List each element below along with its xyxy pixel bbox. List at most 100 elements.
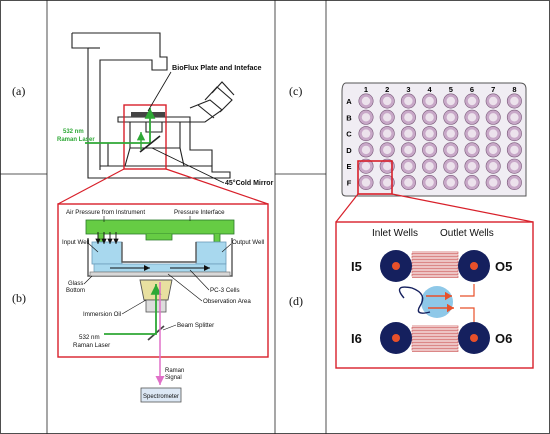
plate-well-inner: [383, 145, 392, 155]
serpentine-channels: [411, 251, 459, 352]
spectrometer-label: Spectrometer: [143, 394, 179, 400]
plate-well-inner: [425, 162, 434, 171]
microscope-drawing: [71, 32, 235, 179]
highlight-box-c: [357, 160, 393, 195]
glass-bottom-label-2: Bottom: [66, 288, 85, 294]
bioflux-label: BioFlux Plate and Inteface: [172, 63, 261, 72]
plate-well-inner: [361, 162, 371, 171]
plate-well-inner: [489, 129, 498, 138]
laser-label-a-2: Raman Laser: [57, 137, 95, 143]
plate-well-inner: [467, 178, 477, 187]
highlight-box-a: [123, 104, 167, 170]
air-pressure-arrows: [95, 232, 119, 244]
signal-label-2: Signal: [165, 375, 182, 381]
plate-well-inner: [404, 178, 413, 187]
beam-splitter-label: Beam Splitter: [177, 322, 214, 329]
zoom-line-left: [57, 168, 125, 205]
mirror-leader: [151, 147, 225, 184]
plate-well-inner: [510, 129, 519, 138]
inlet-label: Inlet Wells: [372, 228, 418, 239]
label-i6: I6: [351, 331, 362, 346]
plate-well-inner: [510, 162, 519, 171]
plate-well-inner: [467, 129, 477, 138]
zoom-line-right: [165, 168, 269, 205]
observation-label: Observation Area: [203, 298, 251, 305]
plate-well-inner: [361, 113, 371, 122]
pc3-label: PC-3 Cells: [210, 287, 240, 294]
plate-well-inner: [489, 96, 498, 106]
plate-well-inner: [446, 162, 455, 171]
well-i5-center: [392, 262, 400, 270]
plate-well-inner: [510, 178, 519, 187]
plate-row-label: A: [346, 97, 352, 106]
zoom-line-c-right: [391, 193, 534, 223]
plate-well-inner: [446, 129, 455, 138]
input-well-fluid: [91, 241, 123, 265]
flow-loop: [398, 286, 431, 314]
input-well-label: Input Well: [62, 239, 89, 246]
bioflux-leader: [147, 71, 172, 112]
pressure-interface: [85, 219, 235, 235]
plate-well-inner: [510, 113, 519, 122]
glass-bottom-label-1: Glass: [68, 281, 83, 287]
plate-well-inner: [425, 129, 434, 138]
plate-well-inner: [446, 113, 455, 122]
laser-label-b-2: Raman Laser: [73, 342, 110, 349]
signal-label-1: Raman: [165, 368, 184, 374]
label-i5: I5: [351, 259, 362, 274]
well-i6-center: [392, 334, 400, 342]
plate-col-label: 2: [385, 85, 389, 94]
spectrometer-box: [140, 387, 182, 403]
plate-well-inner: [361, 129, 371, 138]
plate-well-inner: [383, 113, 392, 122]
plate-well-inner: [467, 162, 477, 171]
serpentine-channel: [411, 325, 459, 352]
plate-well-inner: [383, 129, 392, 138]
detail-box-b: [57, 203, 269, 358]
panel-label-c: (c): [289, 84, 302, 98]
plate-well-inner: [425, 145, 434, 155]
plate-col-label: 7: [491, 85, 495, 94]
plate-col-label: 1: [364, 85, 368, 94]
mirror-label: 45°Cold Mirror: [225, 179, 274, 187]
pressure-interface-label: Pressure Interface: [174, 209, 225, 216]
plate-well-inner: [425, 113, 434, 122]
plate-wells: [358, 93, 522, 191]
plate-well-inner: [467, 96, 477, 106]
zoom-line-c-left: [335, 193, 359, 223]
output-well-label: Output Well: [232, 239, 264, 246]
plate-well-inner: [404, 96, 413, 106]
plate-col-label: 4: [428, 85, 433, 94]
plate-col-label: 8: [512, 85, 516, 94]
well-o6-center: [470, 334, 478, 342]
plate-row-label: E: [346, 162, 351, 171]
plate-well-inner: [361, 96, 371, 106]
plate-well-inner: [383, 178, 392, 187]
plate-well-inner: [489, 162, 498, 171]
plate-well-inner: [489, 113, 498, 122]
plate-well-inner: [425, 178, 434, 187]
input-well-leader: [87, 242, 99, 253]
pc3-leader: [189, 269, 210, 291]
detail-box-d: [335, 221, 534, 369]
output-well-fluid: [195, 241, 227, 265]
plate-well-inner: [489, 145, 498, 155]
plate-well-inner: [361, 178, 371, 187]
laser-label-a-1: 532 nm: [63, 129, 84, 135]
plate-well-inner: [489, 178, 498, 187]
well-o5-center: [470, 262, 478, 270]
immersion-leader: [121, 299, 147, 315]
observation-leader: [167, 273, 203, 302]
plate-row-label: F: [347, 179, 352, 188]
plate-row-label: B: [346, 113, 352, 122]
plate-col-label: 6: [470, 85, 474, 94]
beam-splitter-leader: [162, 324, 177, 331]
laser-path-b: [104, 284, 162, 335]
immersion-label: Immersion Oil: [83, 311, 121, 318]
plate-well-inner: [404, 145, 413, 155]
plate-col-label: 5: [449, 85, 453, 94]
plate-col-label: 3: [406, 85, 410, 94]
plate-column-labels: 1 2 3 4 5 6 7 8: [364, 85, 517, 94]
